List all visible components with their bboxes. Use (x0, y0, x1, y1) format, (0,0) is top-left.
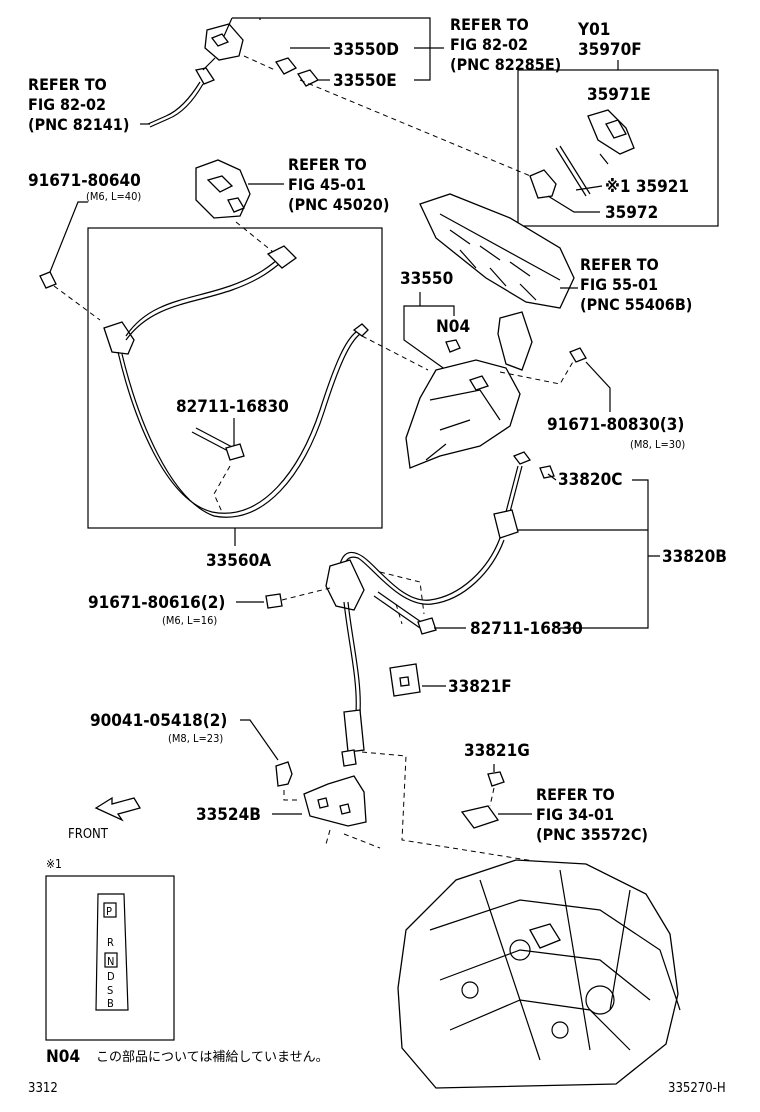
pos-box-n (104, 952, 118, 968)
spec-91671-80616: (M6, L=16) (162, 614, 217, 627)
pos-n: N (107, 955, 114, 968)
part-35971E: 35971E (587, 85, 651, 105)
ref2-line1: REFER TO (28, 75, 107, 94)
part-33524B: 33524B (196, 805, 261, 825)
bracket-33524B-drawing (303, 775, 367, 827)
note-text: この部品については補給していません。 (96, 1050, 329, 1065)
shift-indicator-plate (95, 893, 129, 1011)
part-33820C: 33820C (558, 470, 622, 490)
nut-dash (489, 787, 495, 807)
shift-knob-button-drawing (529, 109, 635, 199)
leader-33820C-a (547, 473, 557, 481)
part-33550: 33550 (400, 269, 453, 289)
ref5-line1: REFER TO (536, 785, 615, 804)
part-33820B: 33820B (662, 547, 727, 567)
cable-33820B-drawing (325, 451, 555, 767)
pos-b: B (107, 997, 114, 1010)
switch-dash-line (235, 221, 279, 257)
pos-s: S (107, 984, 113, 997)
pos-p: P (106, 905, 112, 918)
transmission-drawing (397, 859, 681, 1089)
ref4-line1: REFER TO (580, 255, 659, 274)
bracket-33820B (518, 479, 660, 629)
lever-dash (499, 359, 575, 385)
part-33821F: 33821F (448, 677, 512, 697)
leader-35971E (599, 153, 609, 165)
label-n04: N04 (436, 317, 470, 337)
front-arrow-icon (94, 796, 141, 822)
ref3-line3: (PNC 45020) (288, 195, 389, 214)
footer-right: 335270-H (668, 1081, 726, 1096)
part-33821G: 33821G (464, 741, 530, 761)
part-33550E: 33550E (333, 71, 397, 91)
part-35921: ※1 35921 (605, 177, 689, 197)
box-33560A (87, 227, 383, 529)
note-box (45, 875, 175, 1041)
bracket-35572C (460, 805, 500, 829)
part-35970F: 35970F (578, 40, 642, 60)
bolt-80640 (39, 271, 57, 289)
console-bracket-drawing (419, 193, 575, 309)
switch-drawing (195, 159, 251, 219)
bracket-33550 (403, 292, 455, 371)
ref5-line2: FIG 34-01 (536, 805, 614, 824)
leader-91671-80830 (585, 361, 611, 412)
spec-91671-80640: (M6, L=40) (86, 190, 141, 203)
part-33550D: 33550D (333, 40, 399, 60)
nut-33821G (487, 771, 505, 787)
bolt-80616-dash (281, 587, 331, 601)
part-91671-80830: 91671-80830(3) (547, 415, 684, 435)
ref1-line1: REFER TO (450, 15, 529, 34)
ref4-line2: FIG 55-01 (580, 275, 658, 294)
leader-91671-80640 (49, 201, 88, 273)
bolt-05418 (275, 761, 293, 787)
ref3-line1: REFER TO (288, 155, 367, 174)
ref4-line3: (PNC 55406B) (580, 295, 692, 314)
ref1-line3: (PNC 82285E) (450, 55, 561, 74)
part-82711-16830-a: 82711-16830 (176, 397, 289, 417)
part-35972: 35972 (605, 203, 658, 223)
pos-r: R (107, 936, 114, 949)
part-82711-16830-b: 82711-16830 (470, 619, 583, 639)
pos-d: D (107, 970, 115, 983)
note-code: N04 (46, 1047, 80, 1067)
cable-33560A-drawing (103, 245, 369, 518)
shift-lever-drawing (405, 311, 533, 469)
part-90041-05418: 90041-05418(2) (90, 711, 227, 731)
bracket-ref1 (223, 17, 444, 81)
part-91671-80640: 91671-80640 (28, 171, 141, 191)
label-y01: Y01 (577, 20, 610, 40)
spec-91671-80830: (M8, L=30) (630, 438, 685, 451)
clip-33821F-hole (399, 676, 410, 687)
pos-box-p (103, 902, 117, 918)
leader-90041-05418 (240, 719, 279, 761)
part-33560A: 33560A (206, 551, 271, 571)
leader-35972 (547, 195, 600, 213)
top-connector-drawing (147, 23, 541, 181)
front-label: FRONT (68, 827, 109, 842)
ref2-line3: (PNC 82141) (28, 115, 129, 134)
spec-90041-05418: (M8, L=23) (168, 732, 223, 745)
footer-left: 3312 (28, 1081, 58, 1096)
part-91671-80616: 91671-80616(2) (88, 593, 225, 613)
ref1-line2: FIG 82-02 (450, 35, 528, 54)
bolt-80616 (265, 593, 283, 609)
ref5-line3: (PNC 35572C) (536, 825, 648, 844)
note-mark: ※1 (46, 857, 62, 871)
cable-dash (361, 335, 429, 371)
bolt-dash (53, 285, 101, 321)
bolt-05418-dash (283, 790, 300, 801)
ref2-line2: FIG 82-02 (28, 95, 106, 114)
bolt-80830 (569, 347, 587, 363)
leader-35921 (575, 185, 603, 191)
ref3-line2: FIG 45-01 (288, 175, 366, 194)
